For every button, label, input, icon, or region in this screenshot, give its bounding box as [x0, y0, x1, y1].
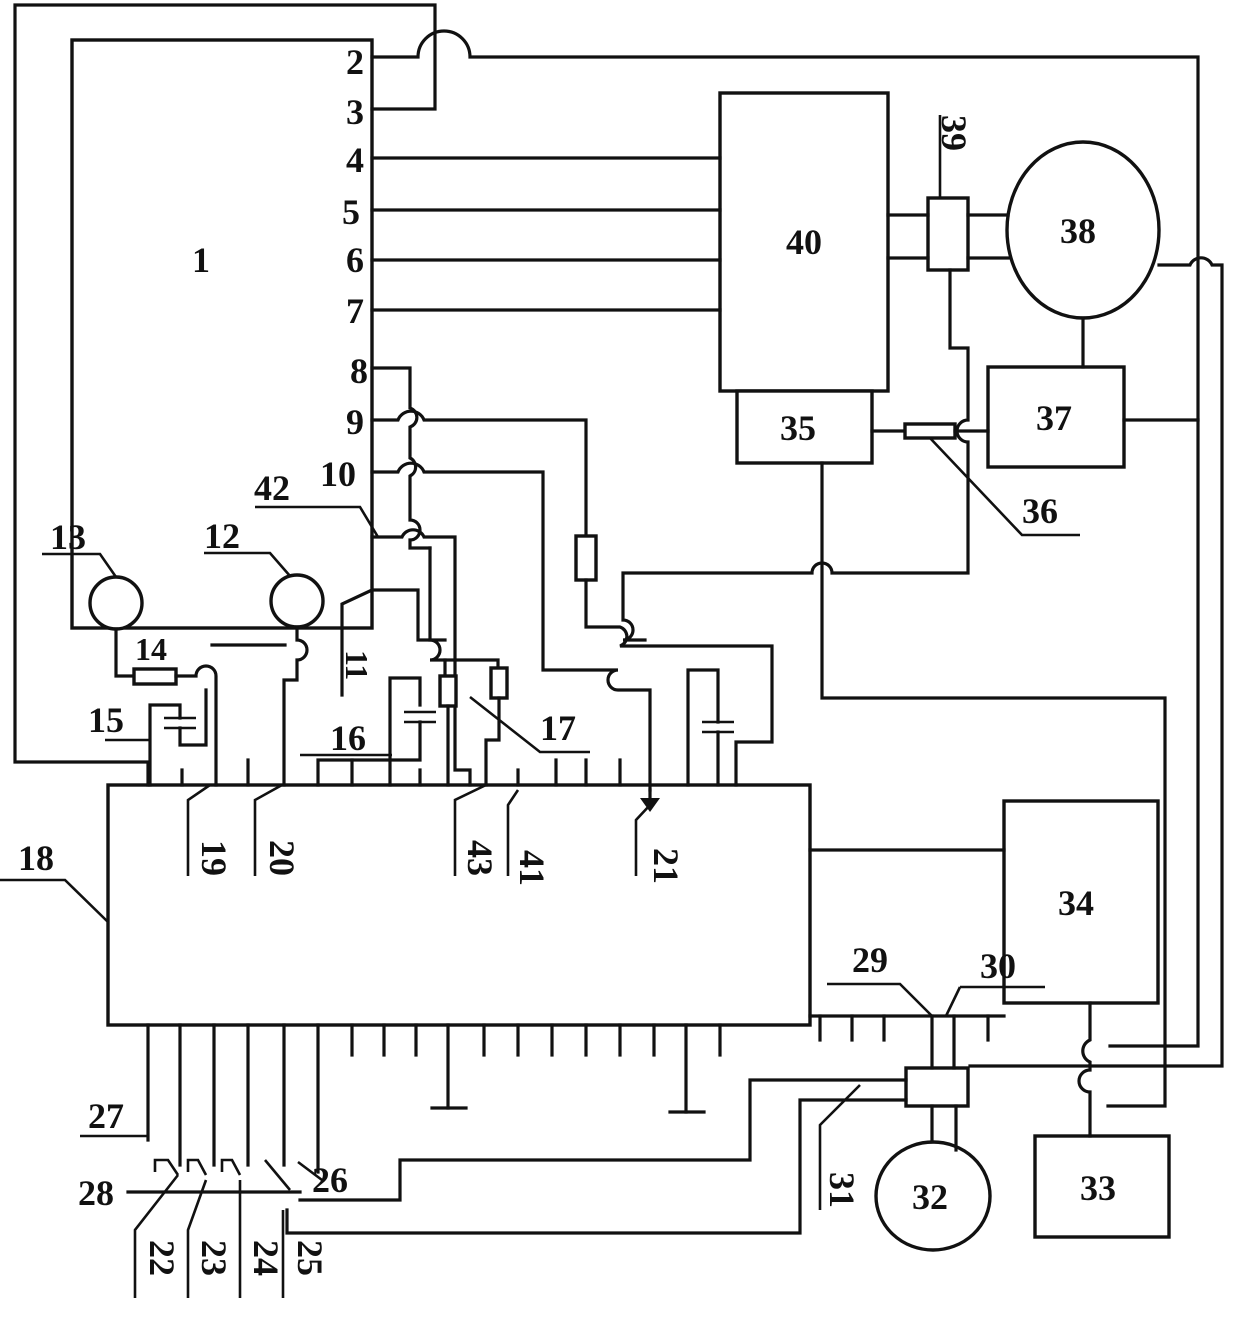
label-43: 43: [460, 840, 500, 876]
label-15: 15: [88, 700, 124, 740]
block-31-relay: [906, 1068, 968, 1106]
lamp-12: [271, 575, 323, 627]
label-31: 31: [822, 1172, 862, 1208]
label-39: 39: [934, 115, 974, 151]
label-14: 14: [135, 631, 167, 667]
label-5: 5: [342, 192, 360, 232]
label-34: 34: [1058, 883, 1094, 923]
label-2: 2: [346, 42, 364, 82]
label-37: 37: [1036, 398, 1072, 438]
label-27: 27: [88, 1096, 124, 1136]
resistor-16: [440, 676, 456, 706]
label-12: 12: [204, 516, 240, 556]
label-24: 24: [246, 1240, 286, 1276]
label-28: 28: [78, 1173, 114, 1213]
block-39: [928, 198, 968, 270]
label-35: 35: [780, 408, 816, 448]
resistor-36: [905, 424, 955, 438]
label-3: 3: [346, 92, 364, 132]
resistor-14: [134, 669, 176, 684]
label-40: 40: [786, 222, 822, 262]
label-20: 20: [262, 840, 302, 876]
lamp-13: [90, 577, 142, 629]
label-11: 11: [339, 650, 375, 680]
label-8: 8: [350, 351, 368, 391]
label-21: 21: [646, 848, 686, 884]
label-41: 41: [512, 850, 552, 886]
resistor-17: [491, 668, 507, 698]
label-25: 25: [290, 1240, 330, 1276]
label-33: 33: [1080, 1168, 1116, 1208]
label-23: 23: [194, 1240, 234, 1276]
label-9: 9: [346, 402, 364, 442]
chip-top-pins: [182, 760, 620, 785]
label-30: 30: [980, 946, 1016, 986]
label-42: 42: [254, 468, 290, 508]
label-18: 18: [18, 838, 54, 878]
label-22: 22: [142, 1240, 182, 1276]
label-13: 13: [50, 517, 86, 557]
label-16: 16: [330, 718, 366, 758]
label-26: 26: [312, 1160, 348, 1200]
label-38: 38: [1060, 211, 1096, 251]
label-6: 6: [346, 240, 364, 280]
resistor-upper: [576, 536, 596, 580]
label-17: 17: [540, 708, 576, 748]
label-19: 19: [194, 840, 234, 876]
label-4: 4: [346, 140, 364, 180]
label-1: 1: [192, 240, 210, 280]
label-36: 36: [1022, 491, 1058, 531]
block-18-chip: [108, 785, 810, 1025]
label-7: 7: [346, 291, 364, 331]
label-10: 10: [320, 454, 356, 494]
label-29: 29: [852, 940, 888, 980]
label-32: 32: [912, 1177, 948, 1217]
